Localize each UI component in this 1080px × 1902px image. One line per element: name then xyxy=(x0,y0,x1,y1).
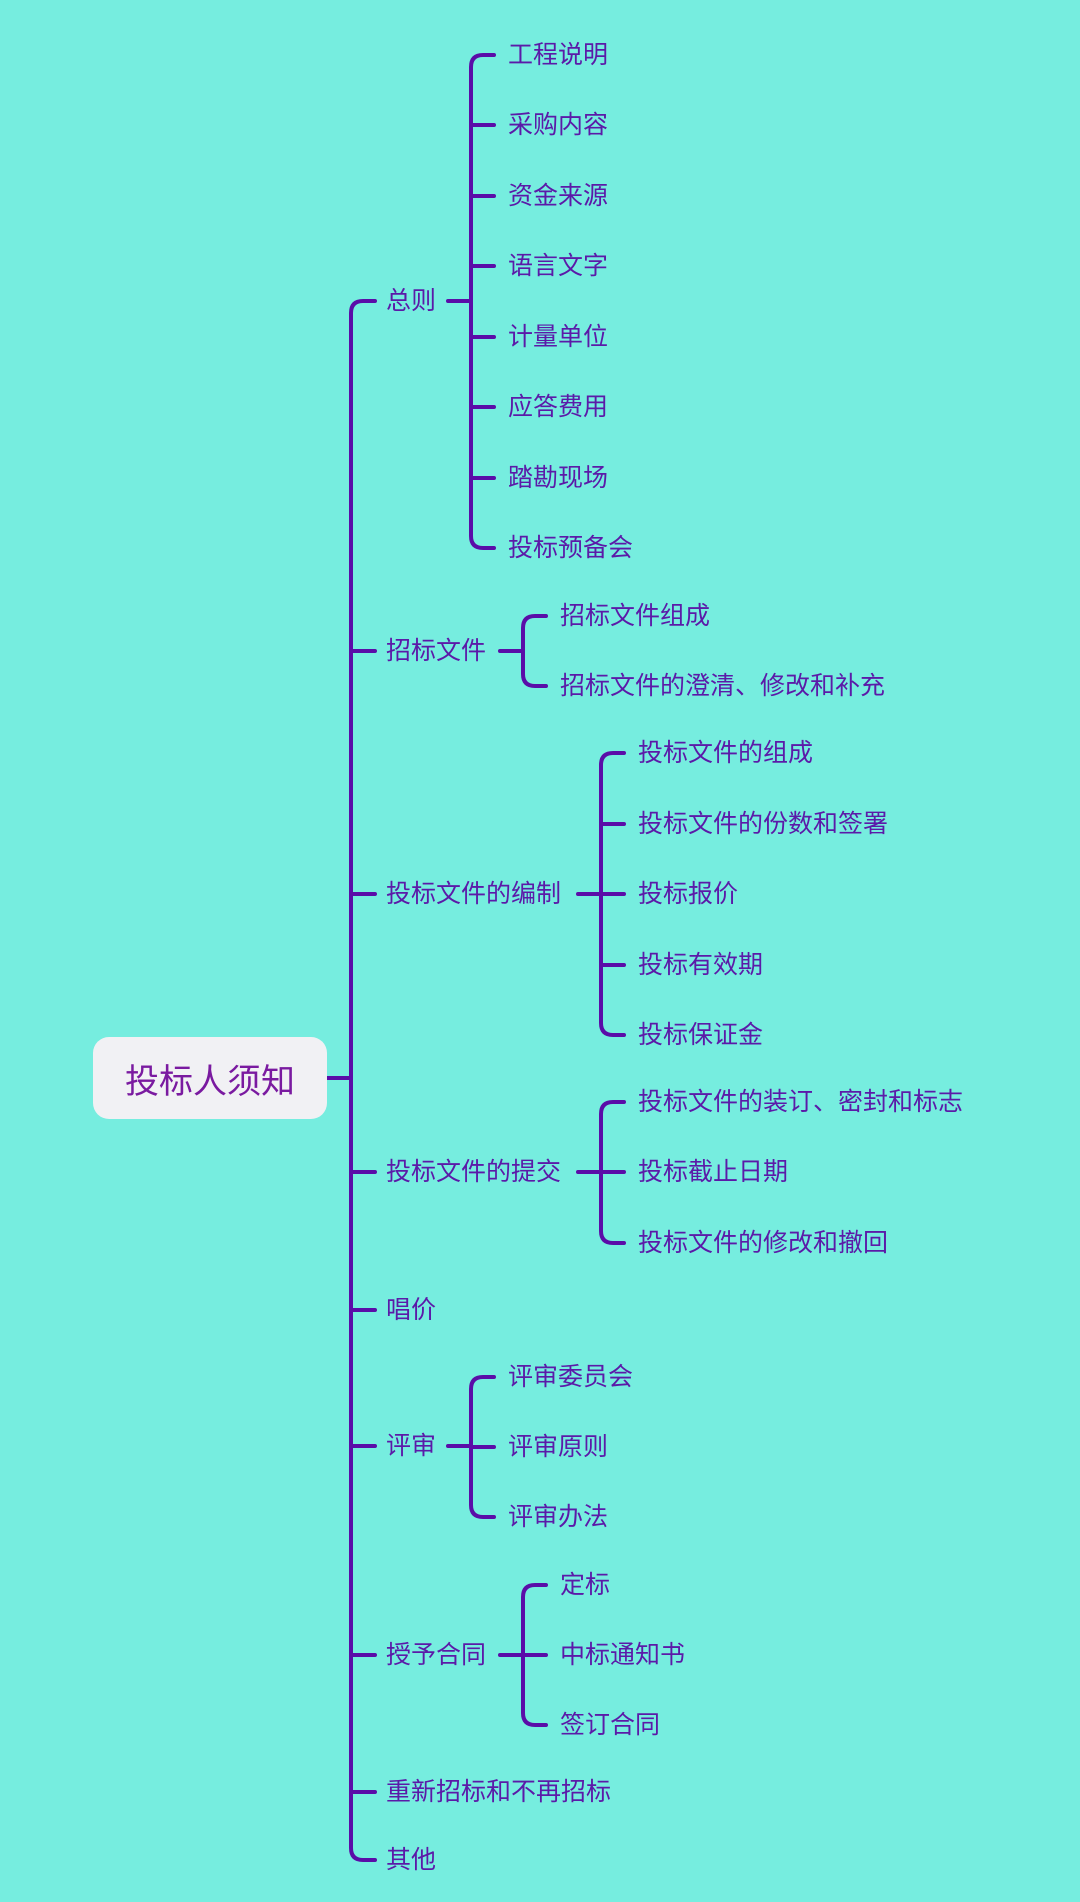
contract-award-bracket xyxy=(498,1583,548,1727)
branch-general: 总则 xyxy=(386,286,437,315)
leaf-deadline: 投标截止日期 xyxy=(638,1157,789,1186)
branch-tender-documents: 招标文件 xyxy=(386,636,487,665)
leaf-tender-doc-clarification: 招标文件的澄清、修改和补充 xyxy=(560,671,886,700)
branch-other: 其他 xyxy=(386,1845,437,1874)
leaf-project-description: 工程说明 xyxy=(508,40,609,69)
leaf-modify-withdraw: 投标文件的修改和撤回 xyxy=(638,1228,889,1257)
general-bracket xyxy=(446,53,496,550)
branch-bid-submission: 投标文件的提交 xyxy=(386,1157,562,1186)
root-node: 投标人须知 xyxy=(93,1037,327,1119)
leaf-copies-and-signing: 投标文件的份数和签署 xyxy=(638,809,889,838)
leaf-evaluation-principles: 评审原则 xyxy=(508,1432,609,1461)
leaf-procurement-content: 采购内容 xyxy=(508,110,609,139)
main-bracket xyxy=(325,299,377,1862)
leaf-fund-source: 资金来源 xyxy=(508,181,609,210)
leaf-tender-doc-composition: 招标文件组成 xyxy=(560,601,711,630)
leaf-units: 计量单位 xyxy=(508,322,609,351)
leaf-evaluation-methods: 评审办法 xyxy=(508,1502,609,1531)
branch-price-reading: 唱价 xyxy=(386,1295,437,1324)
leaf-validity-period: 投标有效期 xyxy=(638,950,764,979)
leaf-binding-sealing: 投标文件的装订、密封和标志 xyxy=(638,1087,964,1116)
branch-retender: 重新招标和不再招标 xyxy=(386,1777,612,1806)
evaluation-bracket xyxy=(446,1375,496,1519)
leaf-bid-price: 投标报价 xyxy=(638,879,739,908)
tender-documents-bracket xyxy=(498,614,548,688)
leaf-bid-doc-composition: 投标文件的组成 xyxy=(638,738,814,767)
leaf-evaluation-committee: 评审委员会 xyxy=(508,1362,634,1391)
branch-evaluation: 评审 xyxy=(386,1431,437,1460)
leaf-prebid-meeting: 投标预备会 xyxy=(508,533,634,562)
bid-preparation-bracket xyxy=(576,751,626,1037)
branch-contract-award: 授予合同 xyxy=(386,1640,487,1669)
leaf-award-notice: 中标通知书 xyxy=(560,1640,686,1669)
leaf-bid-bond: 投标保证金 xyxy=(638,1020,764,1049)
leaf-site-visit: 踏勘现场 xyxy=(508,463,609,492)
leaf-award-decision: 定标 xyxy=(560,1570,611,1599)
branch-bid-preparation: 投标文件的编制 xyxy=(386,879,562,908)
leaf-contract-signing: 签订合同 xyxy=(560,1710,661,1739)
bid-submission-bracket xyxy=(576,1100,626,1245)
leaf-response-cost: 应答费用 xyxy=(508,392,609,421)
leaf-language: 语言文字 xyxy=(508,251,609,280)
